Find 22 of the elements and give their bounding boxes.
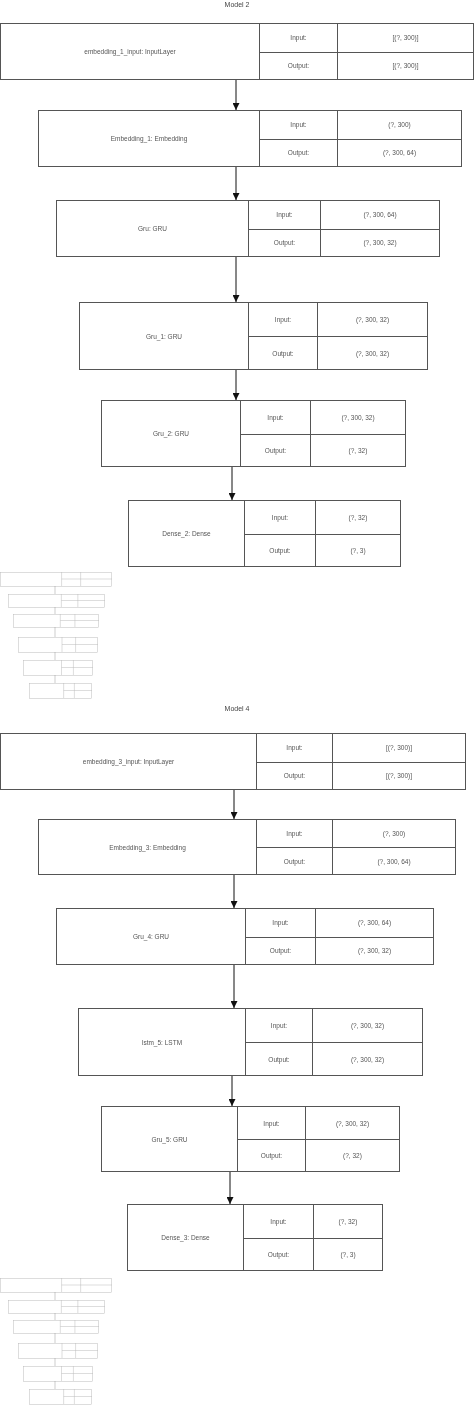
layer-box [79,302,428,370]
layer-box [0,23,474,80]
layer-box [101,400,406,467]
layer-box [56,908,434,965]
arrow [232,256,240,303]
layer-box [38,110,462,167]
arrow [232,369,240,401]
arrow [230,789,238,820]
layer-box [56,200,440,257]
arrow [230,874,238,909]
arrow [226,1171,234,1205]
arrow [230,964,238,1009]
layer-box [101,1106,400,1172]
layer-box [0,733,466,790]
layer-box [128,500,401,567]
arrow [232,166,240,201]
layer-box [78,1008,423,1076]
arrow [228,1075,236,1107]
arrow [232,79,240,111]
layer-box [38,819,456,875]
arrow [228,466,236,501]
layer-box [127,1204,383,1271]
